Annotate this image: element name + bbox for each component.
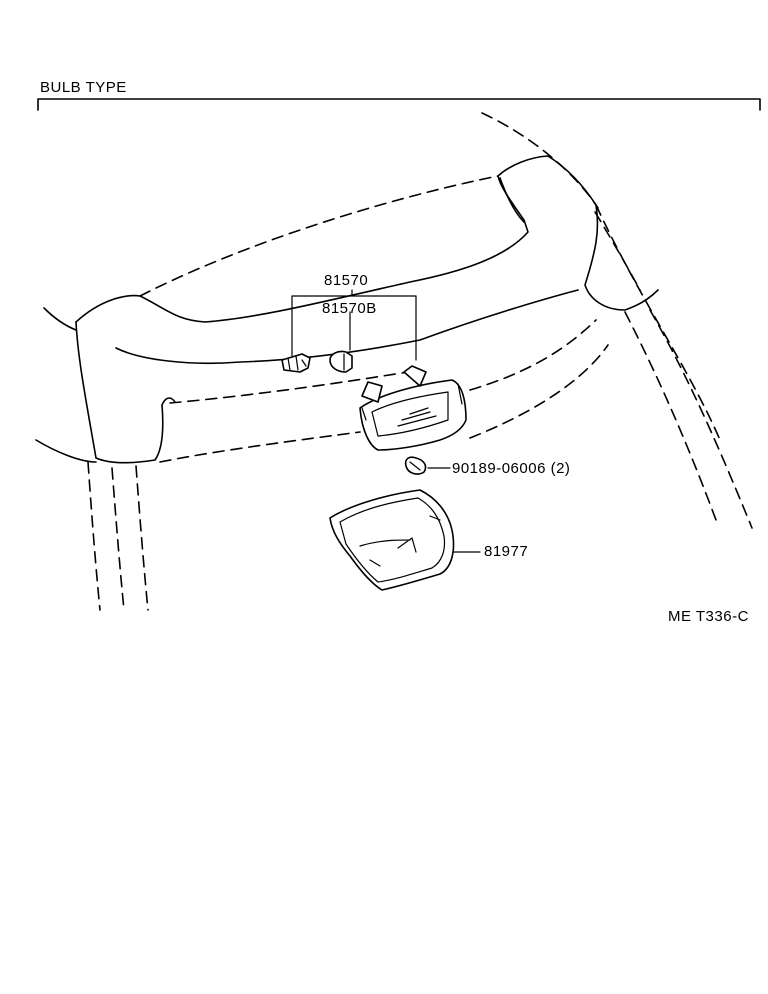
socket-icon[interactable] xyxy=(281,353,311,373)
lens-cover-81977[interactable] xyxy=(329,489,455,591)
bulb-icon[interactable] xyxy=(329,350,353,373)
screw-icon[interactable] xyxy=(404,456,427,475)
part-label-90189-06006[interactable]: 90189-06006 (2) xyxy=(452,460,571,477)
part-label-81570[interactable]: 81570 xyxy=(324,272,369,289)
part-label-81977[interactable]: 81977 xyxy=(484,543,529,560)
vehicle-roof-outline xyxy=(35,112,753,611)
figure-code: ME T336-C xyxy=(668,608,749,625)
section-title: BULB TYPE xyxy=(40,79,127,96)
part-label-81570b[interactable]: 81570B xyxy=(322,300,377,317)
leader-lines xyxy=(291,289,481,553)
section-bracket xyxy=(37,98,761,111)
lamp-housing-81570[interactable] xyxy=(359,365,467,451)
